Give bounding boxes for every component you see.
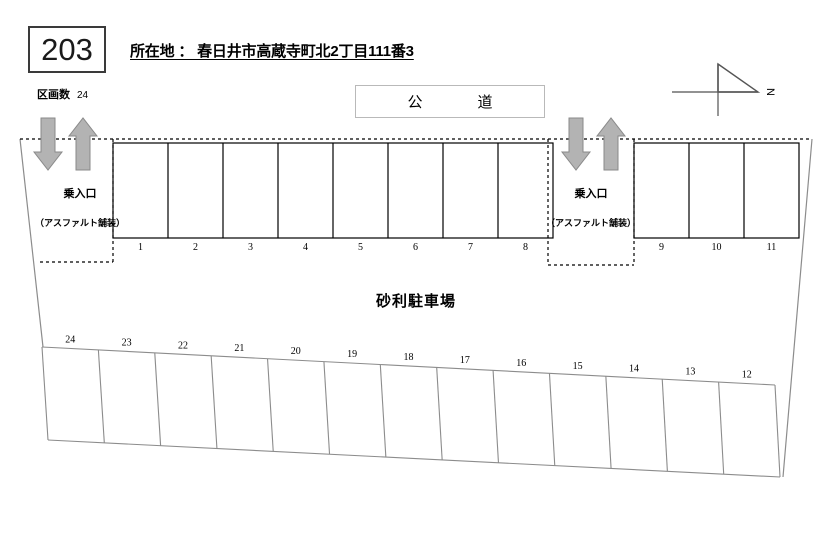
site-boundary-left: [19, 138, 44, 348]
stall-number-16: 16: [516, 358, 526, 369]
units-count: 24: [77, 90, 89, 101]
bottom-row-divider: [97, 349, 105, 443]
stall-number-12: 12: [742, 370, 752, 381]
bottom-row-divider: [492, 370, 500, 463]
bottom-row-divider: [41, 346, 49, 441]
stall-numbers-top-left: 1 2 3 4 5 6 7 8: [138, 242, 528, 253]
bottom-row-divider: [436, 367, 443, 460]
bottom-row-divider: [718, 382, 725, 475]
stall-block-bottom-row: [41, 346, 781, 478]
bottom-row-divider: [548, 373, 556, 466]
stall-number-1: 1: [138, 242, 143, 253]
arrow-down-left-entrance: [32, 117, 64, 171]
address-line: 所在地 ： 春日井市高蔵寺町北2丁目111番3: [130, 43, 414, 60]
entrance-left-sublabel: （アスファルト舗装）: [34, 218, 125, 228]
stall-number-14: 14: [629, 364, 639, 375]
stall-number-17: 17: [460, 355, 470, 366]
stall-number-20: 20: [291, 346, 301, 357]
entrance-right-label: 乗入口: [574, 188, 608, 200]
stall-number-3: 3: [248, 242, 253, 253]
stall-number-15: 15: [573, 361, 583, 372]
compass-north-arrow: [672, 62, 761, 116]
surface-note-label: 砂利駐車場: [375, 293, 456, 310]
stall-numbers-bottom-row: 24 23 22 21 20 19 18 17 16 15 14 13 12: [65, 334, 752, 380]
stall-number-6: 6: [413, 242, 418, 253]
bottom-row-divider: [154, 352, 162, 446]
bottom-row-divider: [605, 376, 612, 469]
bottom-row-top-edge: [41, 346, 776, 386]
units-row: 区画数 24: [37, 86, 88, 102]
entrance-left-label: 乗入口: [63, 188, 97, 200]
bottom-row-divider: [210, 355, 218, 449]
site-boundary-right: [782, 138, 813, 478]
stall-numbers-top-right: 9 10 11: [659, 242, 776, 253]
stall-block-top-left: [112, 142, 554, 239]
bottom-row-divider: [661, 379, 668, 472]
public-road-label: 公 道: [407, 94, 513, 111]
entrance-right-apron: [547, 139, 635, 266]
stall-number-19: 19: [347, 349, 357, 360]
bottom-row-divider: [379, 364, 387, 458]
stall-block-top-right: [633, 142, 800, 239]
stall-number-24: 24: [65, 334, 75, 345]
bottom-row-divider: [774, 384, 781, 478]
bottom-row-bottom-edge: [47, 439, 781, 478]
entrance-right-sublabel: （アスファルト舗装）: [545, 218, 636, 228]
stall-number-7: 7: [468, 242, 473, 253]
lot-code-box: 203: [28, 26, 106, 73]
stall-number-11: 11: [767, 242, 777, 253]
stall-number-4: 4: [303, 242, 308, 253]
stall-number-9: 9: [659, 242, 664, 253]
public-road-box: 公 道: [355, 85, 545, 118]
stall-number-18: 18: [404, 352, 414, 363]
stall-number-8: 8: [523, 242, 528, 253]
units-label: 区画数: [37, 89, 70, 101]
stall-number-10: 10: [712, 242, 722, 253]
arrow-up-left-entrance: [67, 117, 99, 171]
lot-code-text: 203: [41, 32, 93, 67]
arrow-up-right-entrance: [595, 117, 627, 171]
stall-number-2: 2: [193, 242, 198, 253]
stall-block-top-right-outline: [633, 142, 800, 239]
stall-number-22: 22: [178, 340, 188, 351]
bottom-row-divider: [266, 358, 274, 452]
bottom-row-divider: [323, 361, 331, 455]
stall-number-5: 5: [358, 242, 363, 253]
stall-number-23: 23: [122, 337, 132, 348]
stall-number-13: 13: [685, 367, 695, 378]
stall-number-21: 21: [234, 343, 244, 354]
arrow-down-right-entrance: [560, 117, 592, 171]
